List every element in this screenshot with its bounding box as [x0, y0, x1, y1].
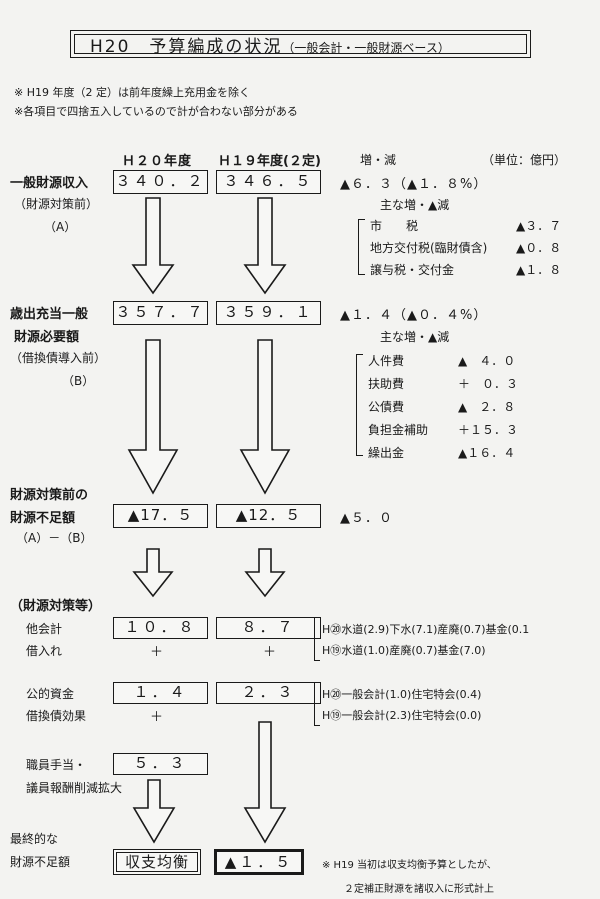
required-funds-label1: 歳出充当一般 [10, 307, 89, 322]
shortfall-label2: 財源不足額 [10, 511, 76, 526]
expense-item-name: 扶助費 [368, 377, 405, 391]
title-sub: （一般会計・一般財源ベース） [282, 41, 450, 55]
revenue-item-name: 地方交付税(臨財債含) [370, 241, 488, 255]
expense-item-name: 人件費 [368, 354, 405, 368]
expense-item-name: 負担金補助 [368, 423, 429, 437]
general-revenue-sub1: （財源対策前） [14, 197, 99, 211]
down-arrow-icon [131, 197, 175, 295]
allowance-label1: 職員手当・ [26, 758, 87, 772]
required-funds-sub1: （借換債導入前） [10, 351, 107, 365]
expense-item-value: ▲ ４．０ [458, 354, 516, 368]
public-funds-label2: 借換債効果 [26, 709, 87, 723]
revenue-item-value: ▲０．８ [516, 241, 562, 255]
final-note1: ※ H19 当初は収支均衡予算としたが、 [322, 860, 497, 871]
general-revenue-change: ▲６．３（▲１．８%） [340, 177, 488, 192]
required-funds-h19: ３５９．１ [216, 301, 321, 325]
expense-item-value: ▲１６．４ [458, 446, 516, 460]
down-arrow-icon [127, 339, 179, 495]
shortfall-h19: ▲12．５ [216, 504, 321, 528]
down-arrow-icon [243, 721, 287, 844]
expense-item-name: 公債費 [368, 400, 405, 414]
public-funds-label1: 公的資金 [26, 687, 75, 701]
header-change: 増・減 [360, 153, 397, 167]
other-accounts-note: H⑲水道(1.0)産廃(0.7)基金(7.0) [322, 644, 486, 657]
expense-item-value: ＋ ０．３ [458, 377, 519, 391]
header-h19: Ｈ１９年度(２定) [218, 154, 321, 169]
final-h19: ▲１．５ [214, 849, 304, 875]
note-2: ※各項目で四捨五入しているので計が合わない部分がある [14, 105, 298, 118]
general-revenue-brace [358, 219, 365, 275]
other-accounts-h20: １０．８ [113, 617, 208, 639]
public-funds-h20: １．４ [113, 682, 208, 704]
public-funds-h19: ２．３ [216, 682, 321, 704]
revenue-item-name: 市 税 [370, 219, 419, 233]
required-funds-breakdown-title: 主な増・▲減 [380, 330, 450, 344]
other-accounts-h19: ８．７ [216, 617, 321, 639]
public-funds-brace [314, 682, 320, 726]
other-accounts-label2: 借入れ [26, 644, 63, 658]
public-funds-note: H⑳一般会計(1.0)住宅特会(0.4) [322, 688, 482, 701]
public-funds-note: H⑲一般会計(2.3)住宅特会(0.0) [322, 709, 482, 722]
down-arrow-icon [132, 548, 174, 598]
title-main: H20 予算編成の状況 [90, 37, 283, 57]
general-revenue-breakdown-title: 主な増・▲減 [380, 198, 450, 212]
measures-label: （財源対策等） [10, 599, 102, 614]
title-box [70, 30, 531, 58]
public-funds-plus-h20: ＋ [150, 710, 164, 725]
general-revenue-h19: ３４６．５ [216, 170, 321, 194]
final-label2: 財源不足額 [10, 855, 71, 869]
required-funds-h20: ３５７．７ [113, 301, 208, 325]
final-h20: 収支均衡 [113, 849, 201, 875]
expense-item-value: ＋１５．３ [458, 423, 519, 437]
general-revenue-h20: ３４０．２ [113, 170, 208, 194]
note-1: ※ H19 年度（2 定）は前年度繰上充用金を除く [14, 86, 250, 99]
page-title: H20 予算編成の状況（一般会計・一般財源ベース） [90, 32, 450, 57]
allowance-h20: ５．３ [113, 753, 208, 775]
final-label1: 最終的な [10, 832, 59, 846]
other-accounts-plus-h20: ＋ [150, 645, 164, 660]
general-revenue-label: 一般財源収入 [10, 176, 89, 191]
other-accounts-plus-h19: ＋ [263, 645, 277, 660]
header-unit: （単位：億円） [482, 153, 567, 167]
allowance-label2: 議員報酬削減拡大 [26, 781, 123, 795]
expense-item-value: ▲ ２．８ [458, 400, 516, 414]
shortfall-label1: 財源対策前の [10, 488, 89, 503]
other-accounts-note: H⑳水道(2.9)下水(7.1)産廃(0.7)基金(0.1 [322, 623, 530, 636]
header-h20: Ｈ２０年度 [122, 154, 193, 169]
required-funds-sub2: （B） [62, 374, 95, 388]
shortfall-sub: （A）－（B） [16, 531, 93, 545]
other-accounts-label1: 他会計 [26, 622, 63, 636]
revenue-item-value: ▲１．８ [516, 263, 562, 277]
final-note2: ２定補正財源を諸収入に形式計上 [344, 884, 494, 895]
shortfall-change: ▲５．０ [340, 511, 393, 526]
required-funds-label2: 財源必要額 [14, 330, 80, 345]
revenue-item-value: ▲３．７ [516, 219, 562, 233]
revenue-item-name: 譲与税・交付金 [370, 263, 455, 277]
shortfall-h20: ▲17．５ [113, 504, 208, 528]
down-arrow-icon [239, 339, 291, 495]
expense-item-name: 繰出金 [368, 446, 405, 460]
required-funds-change: ▲１．４（▲０．４%） [340, 308, 488, 323]
down-arrow-icon [244, 548, 286, 598]
down-arrow-icon [132, 779, 176, 844]
down-arrow-icon [243, 197, 287, 295]
other-accounts-brace [314, 617, 320, 661]
general-revenue-sub2: （A） [44, 220, 77, 234]
required-funds-brace [356, 354, 363, 456]
